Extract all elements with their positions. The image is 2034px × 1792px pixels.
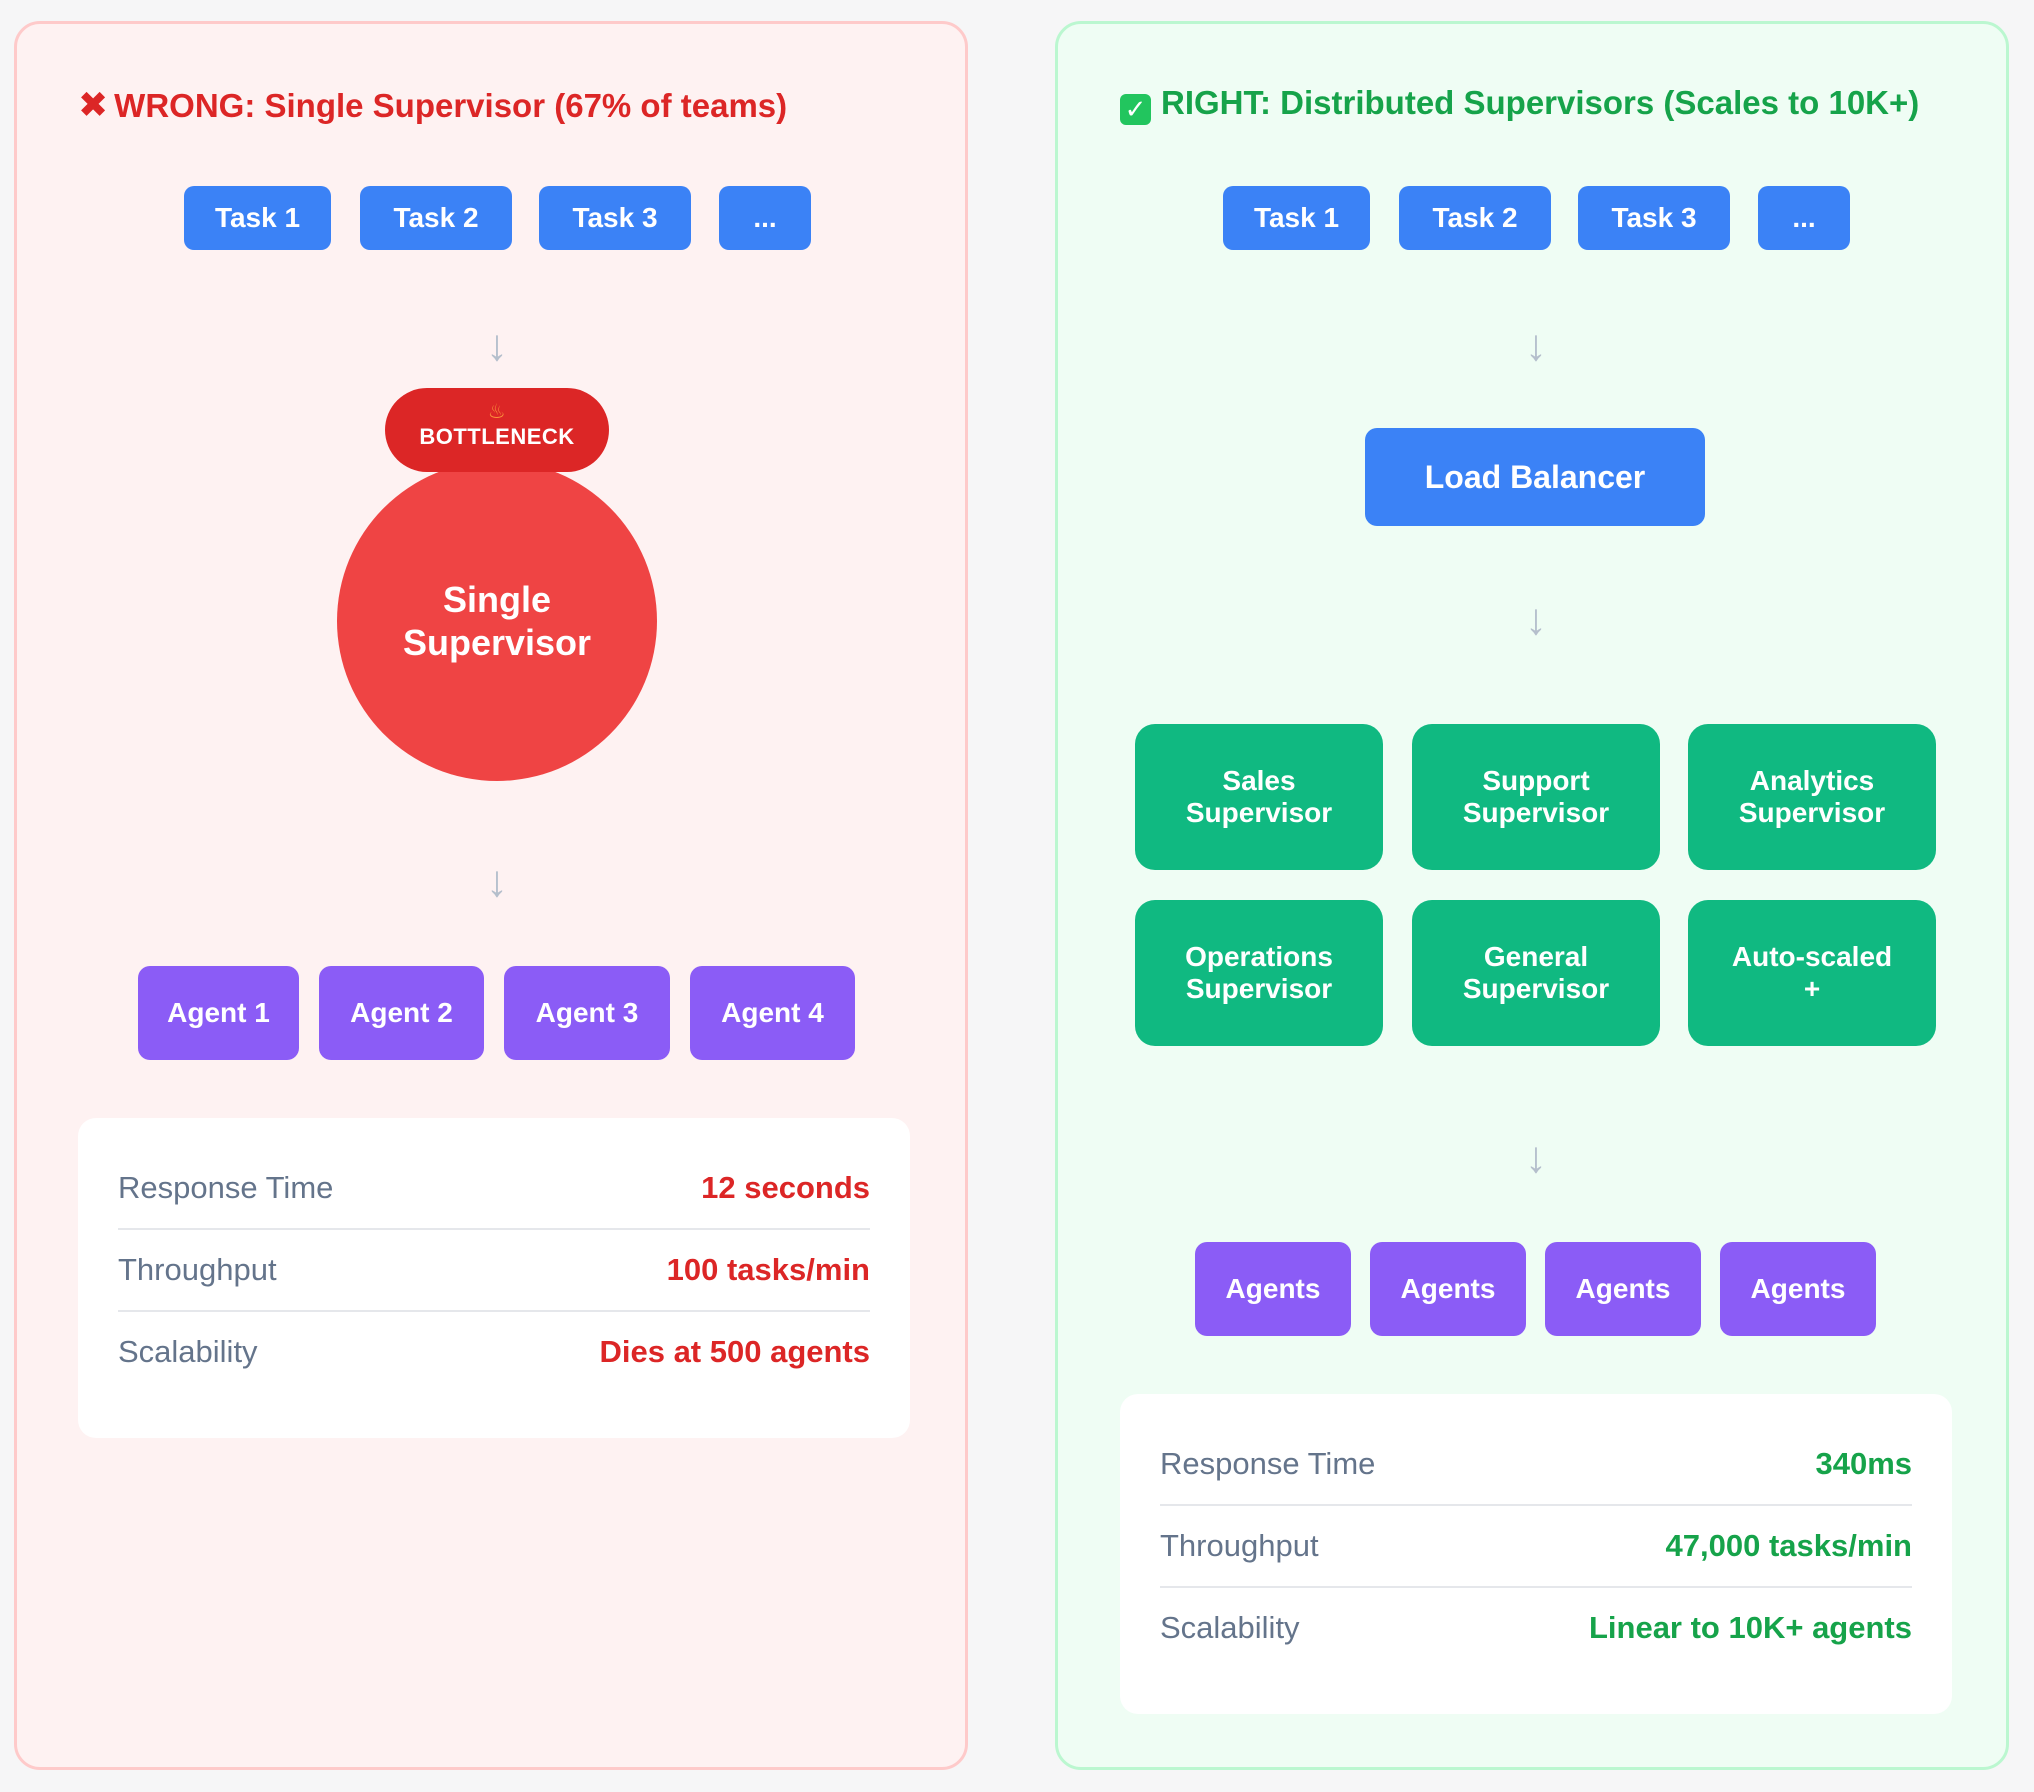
metric-value: 340ms <box>1815 1446 1912 1481</box>
fire-icon: ♨ <box>487 401 507 423</box>
task-box: ... <box>1758 186 1850 250</box>
metric-value: 100 tasks/min <box>666 1252 870 1287</box>
task-box: Task 3 <box>1578 186 1730 250</box>
metric-row: Throughput 47,000 tasks/min <box>1160 1504 1912 1586</box>
task-box: ... <box>719 186 811 250</box>
supervisor-node: Auto-scaled+ <box>1688 900 1936 1046</box>
single-supervisor-node: Single Supervisor <box>337 461 657 781</box>
metric-label: Scalability <box>118 1334 258 1369</box>
down-arrow-icon: ↓ <box>486 321 508 370</box>
down-arrow-icon: ↓ <box>1525 1133 1547 1182</box>
metric-row: Scalability Linear to 10K+ agents <box>1160 1586 1912 1668</box>
agent-box: Agents <box>1195 1242 1351 1336</box>
task-box: Task 1 <box>184 186 331 250</box>
metric-value: Linear to 10K+ agents <box>1588 1610 1912 1645</box>
wrong-panel-title: ✖WRONG: Single Supervisor (67% of teams) <box>78 84 788 125</box>
load-balancer-node: Load Balancer <box>1365 428 1705 526</box>
metric-value: 47,000 tasks/min <box>1665 1528 1912 1563</box>
metric-row: Scalability Dies at 500 agents <box>118 1310 870 1392</box>
metric-label: Scalability <box>1160 1610 1300 1645</box>
right-approach-panel: ✓RIGHT: Distributed Supervisors (Scales … <box>1055 21 2009 1770</box>
agent-box: Agents <box>1720 1242 1876 1336</box>
agent-box: Agents <box>1370 1242 1526 1336</box>
task-box: Task 1 <box>1223 186 1370 250</box>
down-arrow-icon: ↓ <box>486 857 508 906</box>
agent-box: Agent 1 <box>138 966 299 1060</box>
metric-row: Throughput 100 tasks/min <box>118 1228 870 1310</box>
check-mark-icon: ✓ <box>1120 94 1151 125</box>
wrong-approach-panel: ✖WRONG: Single Supervisor (67% of teams)… <box>14 21 968 1770</box>
metric-label: Throughput <box>1160 1528 1319 1563</box>
agent-box: Agent 4 <box>690 966 855 1060</box>
down-arrow-icon: ↓ <box>1525 321 1547 370</box>
agent-box: Agent 2 <box>319 966 484 1060</box>
bottleneck-badge: ♨ BOTTLENECK <box>385 388 609 472</box>
agent-box: Agents <box>1545 1242 1701 1336</box>
task-box: Task 2 <box>1399 186 1551 250</box>
right-metrics-card: Response Time 340ms Throughput 47,000 ta… <box>1120 1394 1952 1714</box>
down-arrow-icon: ↓ <box>1525 595 1547 644</box>
metric-label: Throughput <box>118 1252 277 1287</box>
task-box: Task 2 <box>360 186 512 250</box>
right-panel-title: ✓RIGHT: Distributed Supervisors (Scales … <box>1058 84 2006 125</box>
metric-label: Response Time <box>1160 1446 1376 1481</box>
metric-row: Response Time 12 seconds <box>118 1148 870 1228</box>
metric-value: Dies at 500 agents <box>599 1334 870 1369</box>
task-box: Task 3 <box>539 186 691 250</box>
metric-row: Response Time 340ms <box>1160 1424 1912 1504</box>
metric-value: 12 seconds <box>701 1170 870 1205</box>
cross-mark-icon: ✖ <box>78 84 109 125</box>
agent-box: Agent 3 <box>504 966 670 1060</box>
wrong-metrics-card: Response Time 12 seconds Throughput 100 … <box>78 1118 910 1438</box>
metric-label: Response Time <box>118 1170 334 1205</box>
